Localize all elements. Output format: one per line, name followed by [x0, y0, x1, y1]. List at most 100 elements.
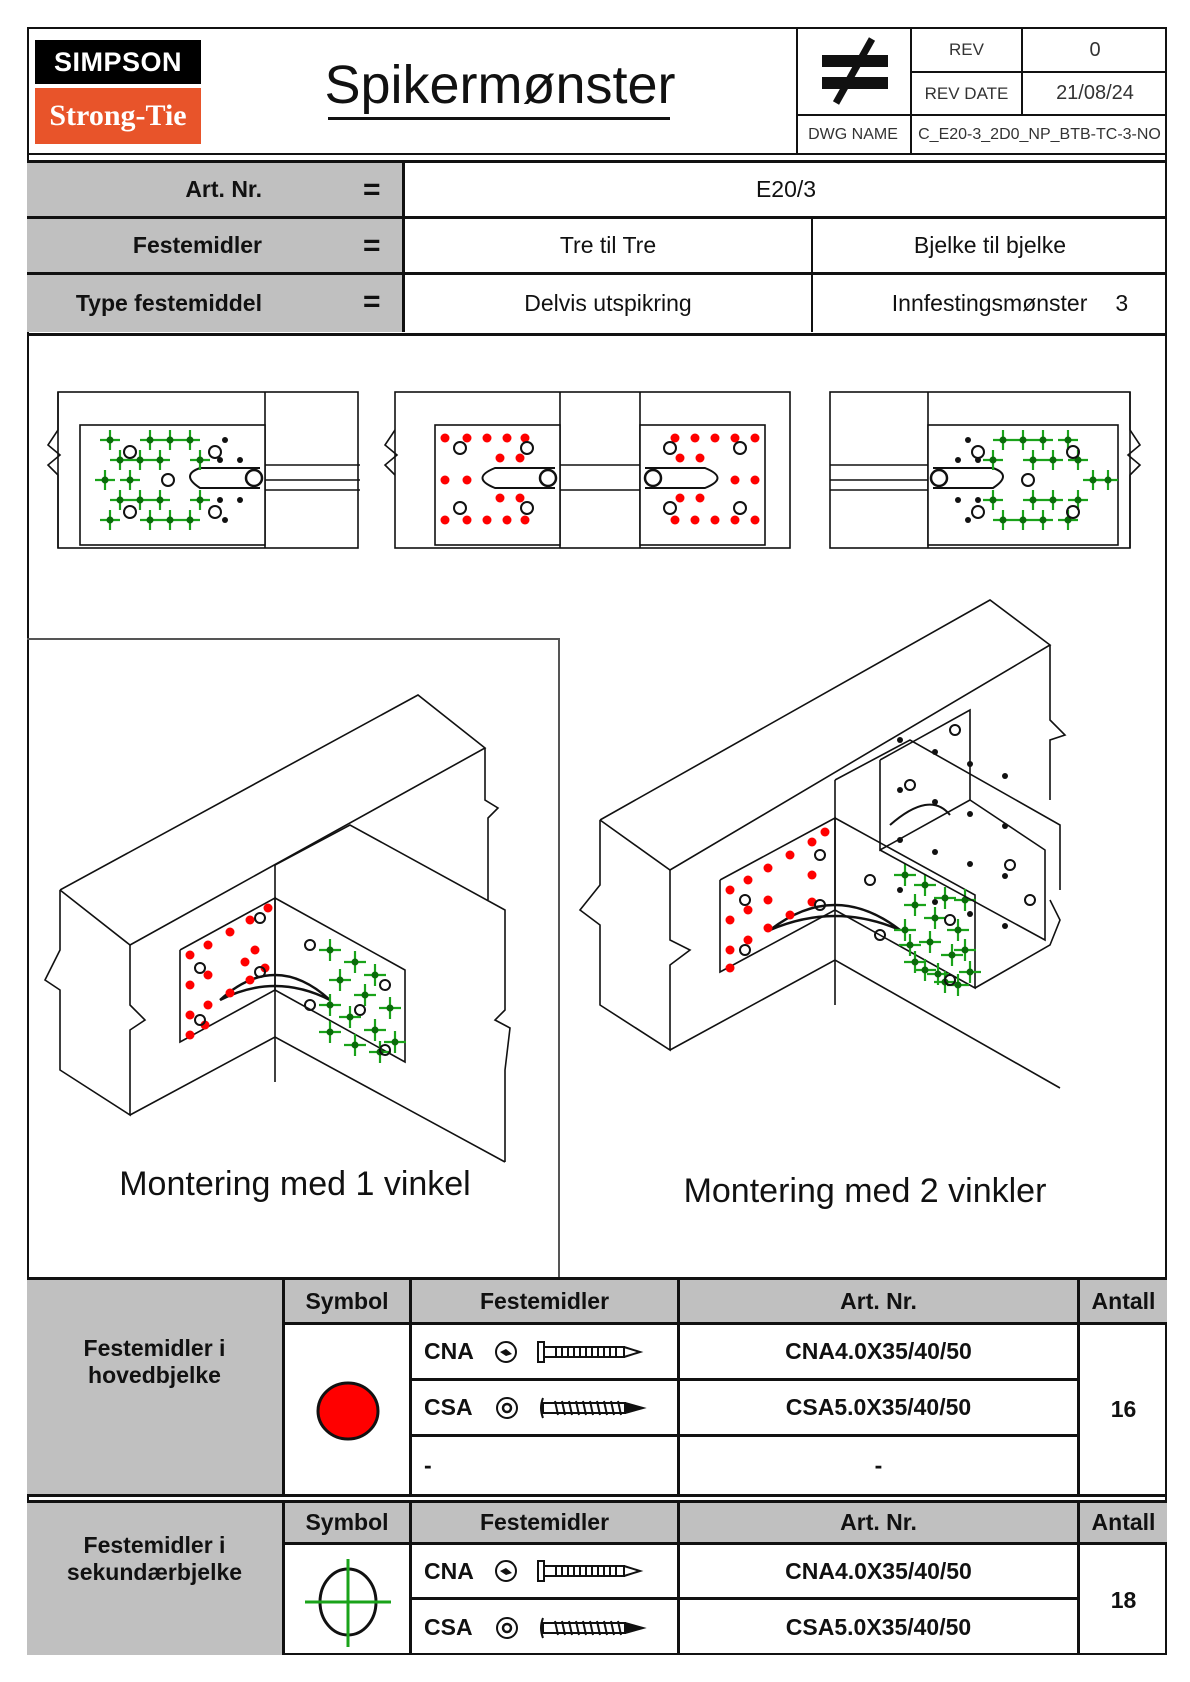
green-nail-marker: [1098, 470, 1118, 490]
red-nail-marker: [750, 515, 760, 525]
red-nail-marker: [185, 950, 195, 960]
cna-nail-icon: [536, 1560, 644, 1582]
bracket-small-hole: [1002, 923, 1008, 929]
plan-drawing-right: [829, 391, 1142, 549]
red-nail-marker: [250, 945, 260, 955]
rev-date-value: 21/08/24: [1056, 82, 1134, 104]
green-crosshair-icon: [305, 1559, 391, 1647]
bracket-hole: [663, 501, 677, 515]
secondary-beam-top: [274, 824, 506, 970]
bracket-small-hole: [897, 887, 903, 893]
art-nr-cell: CNA4.0X35/40/50: [680, 1325, 1080, 1381]
bracket-hole: [520, 501, 534, 515]
red-nail-marker: [670, 433, 680, 443]
green-nail-marker: [150, 450, 170, 470]
bracket-hole: [733, 441, 747, 455]
csa-head-icon: [495, 1616, 518, 1639]
cna-head-icon: [494, 1340, 517, 1363]
art-nr-cell: CSA5.0X35/40/50: [680, 1381, 1080, 1437]
red-nail-marker: [670, 515, 680, 525]
bracket-small-hole: [932, 799, 938, 805]
bracket-small-hole: [955, 497, 961, 503]
group-label-main-beam: Festemidler i hovedbjelke: [27, 1280, 285, 1494]
red-nail-marker: [185, 980, 195, 990]
bracket-rib: [645, 467, 719, 489]
red-nail-marker: [440, 515, 450, 525]
secondary-beam-top: [834, 739, 1061, 890]
red-nail-marker: [203, 970, 213, 980]
break-line: [1126, 392, 1142, 548]
bracket-hole: [1066, 505, 1080, 519]
green-nail-marker: [180, 430, 200, 450]
bracket-small-hole: [932, 849, 938, 855]
red-nail-marker: [730, 515, 740, 525]
green-nail-marker: [140, 510, 160, 530]
bracket-small-hole: [217, 457, 223, 463]
festemidler-value-right: Bjelke til bjelke: [813, 219, 1167, 275]
bracket-small-hole: [975, 457, 981, 463]
count-secondary-beam: 18: [1110, 1586, 1137, 1613]
bracket-hole: [1004, 859, 1016, 871]
green-nail-marker: [959, 961, 981, 983]
bracket-small-hole: [955, 457, 961, 463]
pattern-number: 3: [1115, 290, 1129, 316]
red-nail-marker: [482, 515, 492, 525]
green-nail-marker: [319, 994, 341, 1016]
green-nail-marker: [130, 450, 150, 470]
red-nail-marker: [730, 475, 740, 485]
header-art-nr: Art. Nr.: [680, 1503, 1080, 1545]
break-line: [46, 392, 62, 548]
bracket-hole: [161, 473, 175, 487]
bracket-small-hole: [222, 517, 228, 523]
bracket-hole: [814, 849, 826, 861]
red-nail-marker: [763, 923, 773, 933]
green-nail-marker: [947, 919, 969, 941]
bracket-small-hole: [1002, 873, 1008, 879]
rear-bracket-plate: [879, 708, 971, 852]
cna-nail-icon: [536, 1340, 644, 1363]
green-nail-marker: [130, 490, 150, 510]
green-nail-marker: [1058, 430, 1078, 450]
pattern-label: Innfestingsmønster: [891, 290, 1088, 316]
type-value-right: Innfestingsmønster 3: [813, 275, 1167, 332]
red-nail-marker: [245, 975, 255, 985]
bracket-small-hole: [897, 837, 903, 843]
art-nr-cell: CSA5.0X35/40/50: [680, 1600, 1080, 1655]
plan-view-secondary-mirror: [828, 380, 1168, 550]
bracket-hole: [1021, 473, 1035, 487]
bracket-hole: [904, 779, 916, 791]
red-nail-marker: [807, 837, 817, 847]
red-nail-marker: [750, 433, 760, 443]
red-nail-marker: [730, 433, 740, 443]
red-nail-marker: [462, 515, 472, 525]
rev-value: 0: [1089, 38, 1101, 61]
red-nail-marker: [690, 433, 700, 443]
dwg-name-label: DWG NAME: [808, 125, 898, 143]
bracket-hole: [944, 914, 956, 926]
bracket-hole: [254, 966, 266, 978]
iso-panel-left-border: [27, 638, 560, 1278]
red-nail-marker: [807, 870, 817, 880]
green-nail-marker: [993, 510, 1013, 530]
green-nail-marker: [894, 864, 916, 886]
bracket-small-hole: [217, 497, 223, 503]
bracket-plate-left: [719, 816, 836, 974]
caption-one-bracket: Montering med 1 vinkel: [119, 1165, 471, 1203]
red-nail-marker: [203, 940, 213, 950]
green-nail-marker: [1023, 450, 1043, 470]
green-nail-marker: [100, 510, 120, 530]
fastener-row: CNA: [412, 1545, 680, 1600]
green-nail-marker: [180, 510, 200, 530]
bracket-rib: [481, 467, 555, 489]
info-table: Art. Nr. = Festemidler = Type festemidde…: [27, 163, 1167, 335]
green-nail-marker: [160, 430, 180, 450]
bracket-hole: [520, 441, 534, 455]
green-nail-marker: [941, 944, 963, 966]
bracket-hole: [944, 974, 956, 986]
green-nail-marker: [379, 997, 401, 1019]
green-nail-marker: [364, 1019, 386, 1041]
festemidler-value-left: Tre til Tre: [405, 219, 813, 275]
green-nail-marker: [319, 939, 341, 961]
secondary-beam-end: [493, 970, 511, 1162]
green-nail-marker: [1033, 510, 1053, 530]
